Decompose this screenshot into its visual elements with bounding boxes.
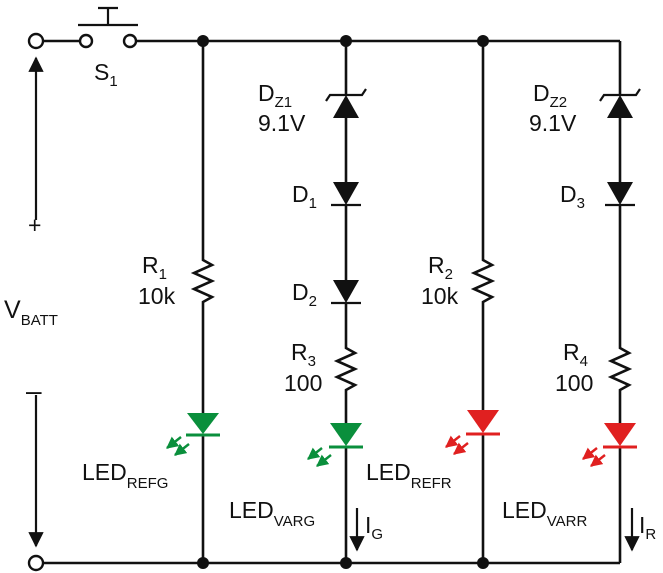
r2-value: 10k: [421, 283, 459, 309]
switch-label: S1: [94, 59, 118, 90]
r4-value: 100: [555, 370, 593, 396]
branch-1: [190, 41, 216, 563]
r3-name: R3: [291, 339, 316, 370]
vbatt-label: VBATT: [4, 296, 58, 329]
current-ig-label: IG: [365, 512, 383, 543]
d2-label: D2: [292, 279, 317, 310]
dz2-name: DZ2: [533, 80, 567, 111]
led-varr-symbol: [582, 423, 637, 467]
led-varg-symbol: [307, 423, 363, 467]
minus-sign: –: [26, 375, 42, 406]
dz1-name: DZ1: [258, 80, 292, 111]
dz1-value: 9.1V: [258, 110, 306, 136]
diode-d3-symbol: [605, 182, 635, 207]
plus-sign: +: [28, 212, 41, 238]
switch-s1: [78, 6, 138, 49]
r2-name: R2: [428, 252, 453, 283]
d1-label: D1: [292, 181, 317, 212]
branch-2: [333, 41, 359, 563]
led-varr-label: LEDVARR: [502, 497, 587, 530]
branch-4: [607, 41, 633, 563]
led-refg-symbol: [166, 413, 220, 456]
r4-name: R4: [563, 339, 588, 370]
r3-value: 100: [284, 370, 322, 396]
diode-d2-symbol: [331, 280, 361, 305]
r1-name: R1: [142, 252, 167, 283]
dz2-value: 9.1V: [529, 110, 577, 136]
d3-label: D3: [560, 181, 585, 212]
top-terminal: [27, 32, 45, 50]
r1-value: 10k: [138, 283, 176, 309]
led-refg-label: LEDREFG: [82, 459, 168, 492]
diode-d1-symbol: [331, 182, 361, 207]
zener-dz2-symbol: [599, 88, 641, 118]
led-varg-label: LEDVARG: [229, 497, 315, 530]
led-refr-label: LEDREFR: [366, 459, 452, 492]
zener-dz1-symbol: [325, 88, 367, 118]
current-ir-label: IR: [639, 512, 656, 543]
branch-3: [470, 41, 496, 563]
led-refr-symbol: [445, 410, 500, 455]
bottom-terminal: [27, 554, 45, 572]
